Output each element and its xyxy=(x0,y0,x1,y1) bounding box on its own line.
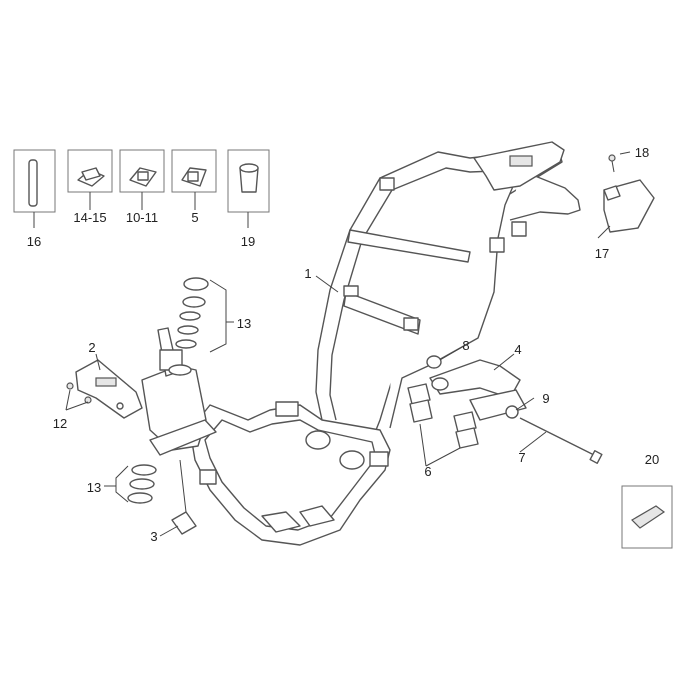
scooter-frame-body xyxy=(189,141,581,546)
part-box-14-15 xyxy=(67,149,113,210)
part-box-16 xyxy=(13,149,56,228)
part-20-box xyxy=(621,485,673,549)
part-7-bolt xyxy=(519,417,603,464)
part-17-cover xyxy=(603,179,655,233)
label-2: 2 xyxy=(88,340,95,355)
label-12: 12 xyxy=(53,416,67,431)
label-17: 17 xyxy=(595,246,609,261)
part-box-19 xyxy=(227,149,270,228)
part-13-lower-bearings xyxy=(127,464,157,504)
part-box-10-11 xyxy=(119,149,165,210)
label-1: 1 xyxy=(304,266,311,281)
label-13-upper: 13 xyxy=(237,316,251,331)
part-18-screw xyxy=(608,154,616,173)
label-13-lower: 13 xyxy=(87,480,101,495)
label-10-11: 10-11 xyxy=(126,210,158,225)
label-19: 19 xyxy=(241,234,255,249)
part-13-upper-bearings xyxy=(168,277,209,376)
label-9: 9 xyxy=(542,391,549,406)
label-3: 3 xyxy=(150,529,157,544)
steering-head xyxy=(141,327,217,456)
label-7: 7 xyxy=(518,450,525,465)
label-8: 8 xyxy=(462,338,469,353)
callout-labels: 1 2 3 4 5 6 7 8 9 10-11 12 13 13 14-15 1… xyxy=(27,145,659,544)
label-4: 4 xyxy=(514,342,521,357)
label-5: 5 xyxy=(191,210,198,225)
part-8-bushing xyxy=(426,355,442,369)
part-3-clip xyxy=(171,459,197,535)
part-9-washer xyxy=(505,405,519,419)
label-16: 16 xyxy=(27,234,41,249)
leader-lines xyxy=(65,151,631,537)
label-6: 6 xyxy=(424,464,431,479)
part-4-bracket xyxy=(429,359,527,421)
part-box-5 xyxy=(171,149,217,210)
label-14-15: 14-15 xyxy=(73,210,106,225)
part-6-mounts xyxy=(407,383,479,449)
label-18: 18 xyxy=(635,145,649,160)
part-2-bracket xyxy=(75,359,143,419)
label-20: 20 xyxy=(645,452,659,467)
part-12-screws xyxy=(66,382,92,404)
